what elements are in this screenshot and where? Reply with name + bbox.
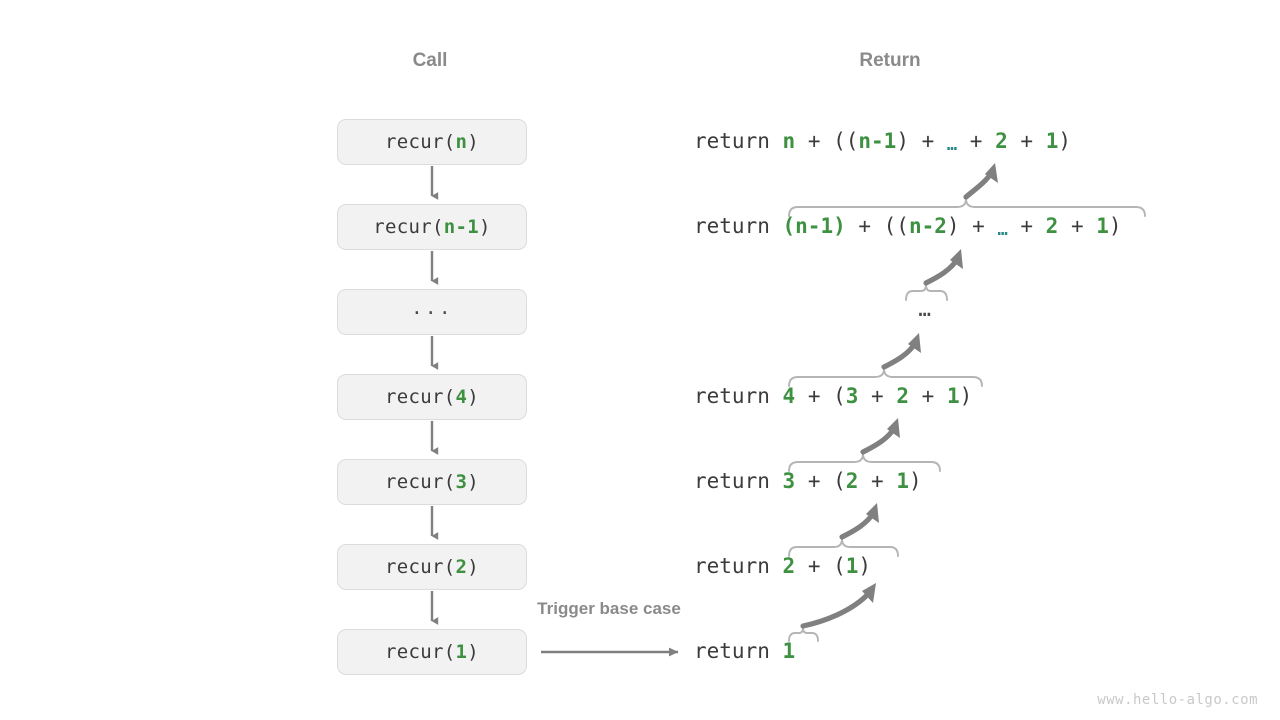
call-box-recur-2[interactable]: recur(2) [337,544,527,590]
return-arrowhead-2 [985,163,998,183]
trigger-base-case-label: Trigger base case [537,599,681,618]
call-box-label: recur(2) [385,556,479,578]
return-keyword: return [694,129,770,153]
return-line-3-ellipsis: … [918,297,934,321]
call-box-ellipsis[interactable]: ... [337,289,527,335]
call-box-recur-1[interactable]: recur(1) [337,629,527,675]
return-line-4: return 4 + (3 + 2 + 1) [694,384,973,408]
call-box-label: recur(4) [385,386,479,408]
return-arrowhead-4 [908,333,921,353]
return-keyword: return [694,384,770,408]
return-arrowhead-5 [887,418,900,438]
return-line-2: return (n-1) + ((n-2) + … + 2 + 1) [694,214,1122,240]
return-arrow-6 [839,509,877,540]
return-line-1: return n + ((n-1) + … + 2 + 1) [694,129,1071,155]
call-box-recur-3[interactable]: recur(3) [337,459,527,505]
return-keyword: return [694,214,770,238]
call-box-label: recur(n) [385,131,479,153]
return-line-5: return 3 + (2 + 1) [694,469,922,493]
return-keyword: return [694,469,770,493]
return-arrow-5 [860,424,898,455]
return-line-7: return 1 [694,639,796,663]
call-box-label: recur(1) [385,641,479,663]
return-arrow-7 [800,589,873,629]
return-arrow-2 [963,169,995,200]
call-box-recur-n[interactable]: recur(n) [337,119,527,165]
return-keyword: return [694,639,770,663]
call-box-label: recur(3) [385,471,479,493]
return-arrowhead-7 [862,583,876,603]
return-arrowhead-3 [950,249,963,269]
return-arrowhead-6 [866,503,879,523]
column-header-call: Call [412,50,448,71]
call-box-recur-4[interactable]: recur(4) [337,374,527,420]
return-arrow-4 [881,339,919,370]
call-box-recur-n-1[interactable]: recur(n-1) [337,204,527,250]
column-header-return: Return [859,50,921,71]
call-box-label: recur(n-1) [373,216,491,238]
return-arrow-3 [923,255,961,286]
watermark: www.hello-algo.com [1097,692,1258,708]
return-keyword: return [694,554,770,578]
return-line-6: return 2 + (1) [694,554,872,578]
call-box-label: ... [411,297,453,319]
